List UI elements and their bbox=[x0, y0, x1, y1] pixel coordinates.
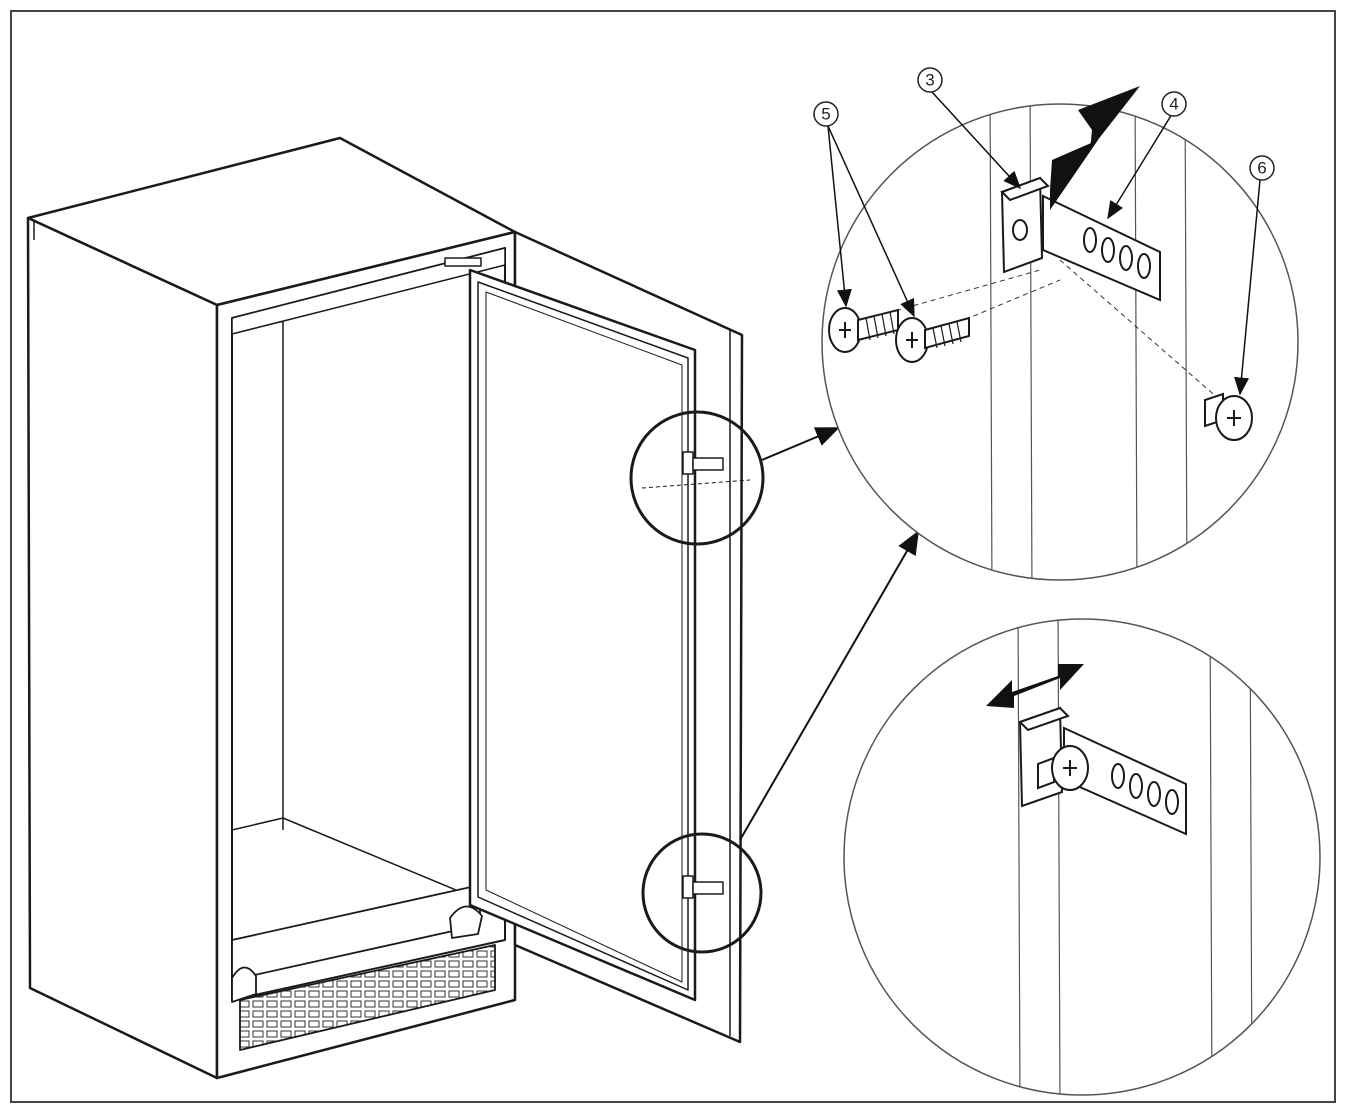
lower-detail-marker bbox=[641, 832, 763, 954]
bottom-detail-view bbox=[843, 618, 1321, 1096]
upper-detail-marker bbox=[629, 410, 765, 546]
assembled-bracket bbox=[1018, 706, 1187, 836]
upper-door-fixture bbox=[641, 451, 751, 489]
push-arrow-upper bbox=[1078, 86, 1140, 150]
refrigerator-cabinet bbox=[26, 136, 517, 1080]
callout-5: 5 bbox=[813, 101, 839, 127]
door-inner-face bbox=[468, 268, 697, 1002]
callout-4: 4 bbox=[1161, 91, 1187, 117]
arrow-lower-to-detail bbox=[739, 530, 920, 841]
lower-right-hinge bbox=[449, 905, 483, 939]
arrow-upper-to-detail bbox=[761, 427, 840, 461]
part-5-screws bbox=[828, 307, 970, 363]
callout-3-label: 3 bbox=[925, 71, 934, 90]
ventilation-grille bbox=[239, 944, 496, 1051]
part-3-bracket bbox=[1000, 176, 1050, 274]
top-detail-view: 3 4 5 6 bbox=[813, 67, 1299, 581]
refrigerator-door bbox=[444, 230, 751, 1044]
callout-5-label: 5 bbox=[821, 105, 830, 124]
part-4-plate bbox=[1042, 194, 1161, 302]
push-arrow-lower bbox=[1050, 140, 1098, 210]
callout-3: 3 bbox=[917, 67, 943, 93]
cabinet-interior bbox=[231, 247, 506, 1001]
cabinet-left-side bbox=[26, 216, 219, 1080]
adjust-arrow bbox=[986, 664, 1084, 708]
lower-door-fixture bbox=[682, 875, 724, 899]
callout-6-label: 6 bbox=[1257, 159, 1266, 178]
callout-4-label: 4 bbox=[1169, 95, 1178, 114]
lower-left-hinge bbox=[231, 966, 257, 1003]
part-6-screw bbox=[1204, 392, 1253, 441]
callout-6: 6 bbox=[1249, 155, 1275, 181]
